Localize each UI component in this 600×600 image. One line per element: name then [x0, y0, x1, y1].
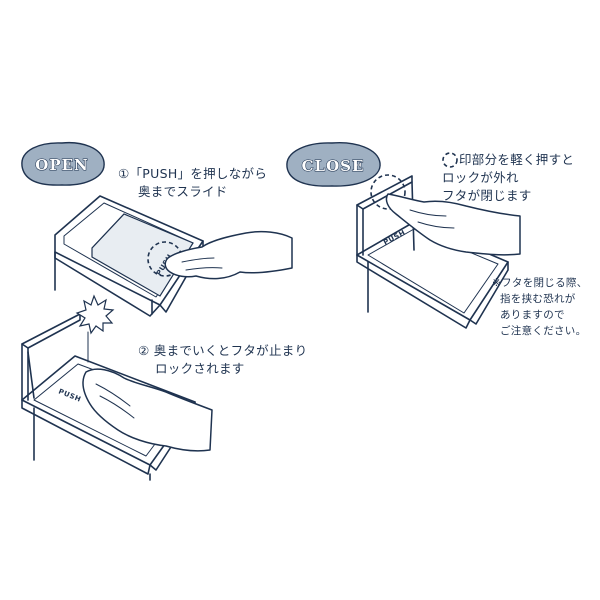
- caution-line1: ※フタを閉じる際、: [492, 277, 588, 289]
- close-text-line2: ロックが外れ: [442, 170, 519, 185]
- close-badge: CLOSE: [286, 142, 381, 187]
- close-title: CLOSE: [302, 157, 365, 175]
- hand-icon: [164, 230, 293, 280]
- step2-bin-illustration: PUSH: [21, 294, 213, 481]
- close-text-line3: フタが閉じます: [442, 188, 532, 203]
- hand-inside-icon: [82, 368, 213, 452]
- release-target-circle: [370, 174, 406, 210]
- step1-bin-illustration: PUSH: [54, 195, 293, 317]
- caution-line3: ありますので: [500, 309, 565, 321]
- lid-push-label-close: PUSH: [382, 229, 407, 247]
- open-title: OPEN: [35, 156, 89, 174]
- step2-text-line2: ロックされます: [155, 361, 245, 376]
- inline-circle-mark: [442, 152, 458, 168]
- lid-push-label-open: PUSH: [57, 387, 82, 403]
- close-text-line1: 印部分を軽く押すと: [459, 152, 575, 167]
- hand-release-icon: [385, 193, 521, 256]
- open-badge: OPEN: [21, 141, 105, 186]
- lock-burst-icon: [75, 294, 115, 335]
- close-bin-illustration: PUSH: [356, 174, 521, 329]
- caution-line4: ご注意ください。: [500, 325, 587, 337]
- step1-text-line1: ①「PUSH」を押しながら: [118, 166, 268, 181]
- step2-text-line1: ② 奥までいくとフタが止まり: [138, 343, 308, 358]
- caution-line2: 指を挟む恐れが: [500, 293, 576, 305]
- step1-text-line2: 奥までスライド: [138, 184, 228, 199]
